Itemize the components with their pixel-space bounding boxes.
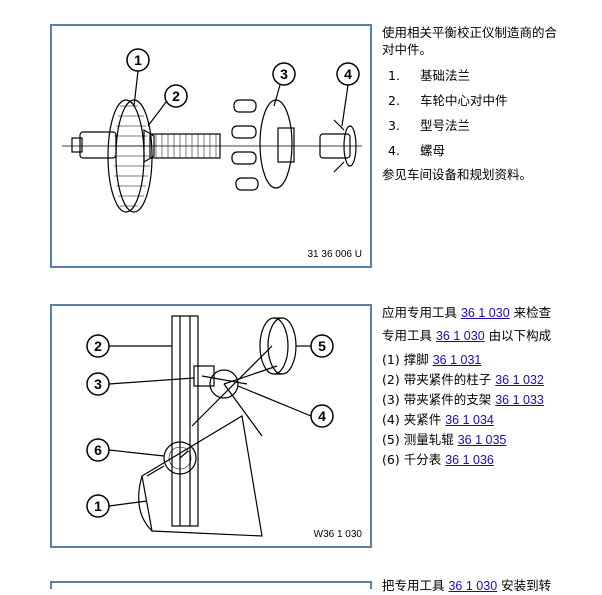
- parts-list-1: 1.基础法兰 2.车轮中心对中件 3.型号法兰 4.螺母: [388, 63, 508, 163]
- callout-4: 4: [344, 66, 352, 82]
- list-item: 1.基础法兰: [388, 68, 471, 83]
- list-item: (4) 夹紧件 36 1 034: [382, 412, 494, 427]
- section1-intro: 使用相关平衡校正仪制造商的合 对中件。: [382, 25, 558, 57]
- callout-6: 6: [94, 442, 102, 458]
- list-item: (2) 带夹紧件的柱子 36 1 032: [382, 372, 544, 387]
- list-item: (1) 撑脚 36 1 031: [382, 352, 482, 367]
- callout-2: 2: [172, 88, 180, 104]
- part-link[interactable]: 36 1 036: [445, 453, 494, 467]
- figure-code: W36 1 030: [313, 529, 362, 540]
- list-item: (3) 带夹紧件的支架 36 1 033: [382, 392, 544, 407]
- list-item: 3.型号法兰: [388, 118, 471, 133]
- part-link[interactable]: 36 1 032: [495, 373, 544, 387]
- list-item: 4.螺母: [388, 143, 446, 158]
- wheel-centering-drawing: 1 2 3 4: [62, 48, 362, 213]
- section2-line1: 应用专用工具 36 1 030 来检查: [382, 305, 552, 320]
- callout-2: 2: [94, 338, 102, 354]
- part-link[interactable]: 36 1 033: [495, 393, 544, 407]
- callout-1: 1: [134, 52, 142, 68]
- figure-wheel-centering: 1 2 3 4 31 36 006 U: [50, 24, 372, 268]
- section3-line: 把专用工具 36 1 030 安装到转: [382, 578, 552, 593]
- tool-link[interactable]: 36 1 030: [460, 306, 510, 320]
- special-tool-drawing: 2 3 5 4 6 1: [86, 315, 334, 537]
- tool-link[interactable]: 36 1 030: [435, 329, 485, 343]
- part-link[interactable]: 36 1 031: [432, 353, 482, 367]
- tool-link[interactable]: 36 1 030: [448, 579, 498, 593]
- figure-special-tool: 2 3 5 4 6 1 W36 1 030: [50, 304, 372, 548]
- callout-3: 3: [280, 66, 288, 82]
- section2-line2: 专用工具 36 1 030 由以下构成: [382, 328, 552, 343]
- callout-4: 4: [318, 408, 326, 424]
- callout-3: 3: [94, 376, 102, 392]
- list-item: (6) 千分表 36 1 036: [382, 452, 494, 467]
- part-link[interactable]: 36 1 034: [445, 413, 494, 427]
- callout-5: 5: [318, 338, 326, 354]
- callout-1: 1: [94, 498, 102, 514]
- section1-note: 参见车间设备和规划资料。: [382, 167, 533, 182]
- list-item: (5) 测量轧辊 36 1 035: [382, 432, 507, 447]
- figure-code: 31 36 006 U: [307, 249, 363, 260]
- part-link[interactable]: 36 1 035: [457, 433, 507, 447]
- figure-install-tool: [50, 581, 372, 589]
- list-item: 2.车轮中心对中件: [388, 93, 508, 108]
- parts-list-2: (1) 撑脚 36 1 031 (2) 带夹紧件的柱子 36 1 032 (3)…: [382, 350, 544, 470]
